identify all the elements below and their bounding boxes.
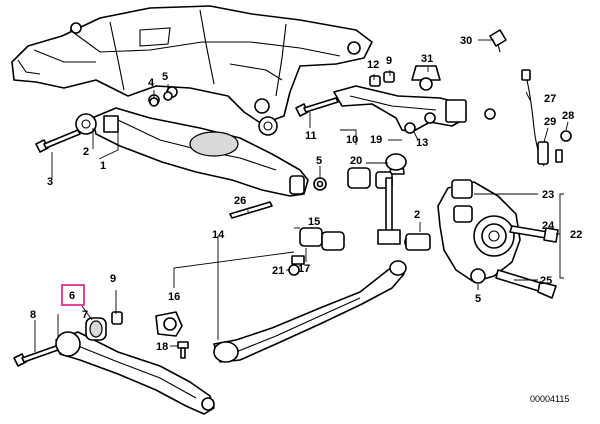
abs-sensor-lead [521,69,572,167]
bolt-26 [229,201,273,219]
callout-21: 21 [272,265,284,277]
callout-23: 23 [542,189,554,201]
callout-22: 22 [570,229,582,241]
callout-5: 5 [162,71,168,83]
lower-rear-arm [55,311,215,415]
rear-axle-subframe [11,5,373,136]
callout-15: 15 [308,216,320,228]
callout-30: 30 [460,35,472,47]
bolt-18 [177,341,189,359]
callout-9: 9 [386,55,392,67]
callout-5-c: 5 [475,293,481,305]
callout-8: 8 [30,309,36,321]
lower-link-14 [213,227,431,363]
callout-5-b: 5 [316,155,322,167]
upper-hardware [149,29,507,120]
callout-31: 31 [421,53,433,65]
leader-lines [34,39,569,352]
callout-3: 3 [47,176,53,188]
callout-19: 19 [370,134,382,146]
nut-5 [313,177,327,191]
bolt-8 [13,345,59,367]
bolt-11 [295,97,339,117]
callout-29: 29 [544,116,556,128]
callout-10: 10 [346,134,358,146]
callout-24: 24 [542,220,555,232]
callout-4: 4 [148,77,155,89]
document-number: 00004115 [530,394,569,404]
callout-17: 17 [298,263,310,275]
callout-2-b: 2 [414,209,420,221]
callout-labels: 1 2 3 4 5 9 12 31 30 11 10 19 20 13 5 26… [30,35,582,353]
callout-13: 13 [416,137,428,149]
callout-25: 25 [540,275,552,287]
upper-link-10 [333,85,467,134]
callout-18: 18 [156,341,168,353]
wheel-carrier [437,179,559,299]
callout-16: 16 [168,291,180,303]
callout-28: 28 [562,110,574,122]
callout-9-b: 9 [110,273,116,285]
callout-7: 7 [82,309,88,321]
callout-11: 11 [305,130,317,142]
callout-20: 20 [350,155,362,167]
highlight-box-callout-6 [61,284,85,306]
callout-14: 14 [212,229,225,241]
callout-1: 1 [100,160,106,172]
callout-6[interactable]: 6 [69,290,75,302]
callout-2: 2 [83,146,89,158]
bolt-3 [35,129,81,153]
callout-26: 26 [234,195,246,207]
callout-12: 12 [367,59,379,71]
stabilizer-link [347,153,407,245]
callout-27: 27 [544,93,556,105]
